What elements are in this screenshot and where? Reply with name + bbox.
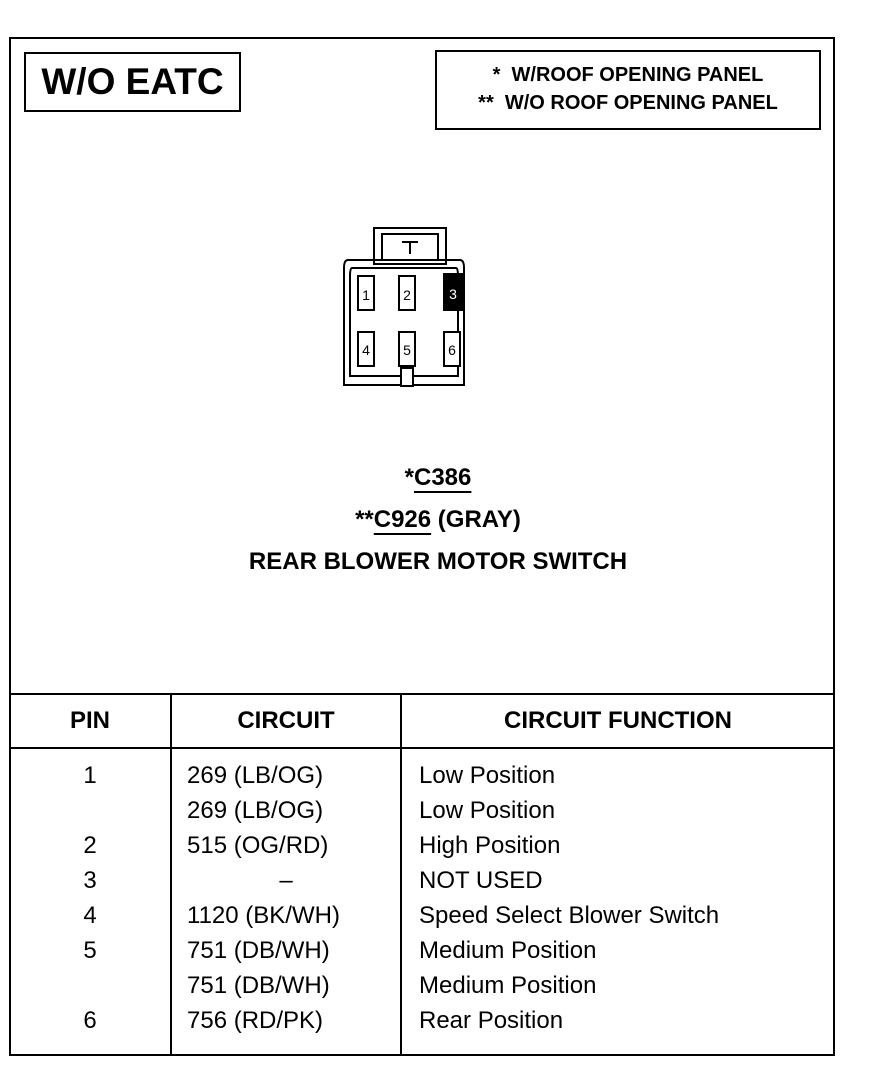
table-header-rule [9, 747, 835, 749]
pin-3-cavity-highlighted [443, 273, 463, 311]
pin-3-label: 3 [449, 286, 457, 302]
row-function: NOT USED [419, 867, 543, 894]
latch-marker [402, 241, 418, 254]
diagram-frame [9, 37, 835, 1056]
row-circuit: 269 (LB/OG) [187, 762, 324, 789]
connector-latch [373, 227, 447, 265]
pin-2-cavity [398, 275, 416, 311]
pin-5-label: 5 [403, 342, 411, 358]
row-circuit: – [279, 867, 293, 894]
header-pin: PIN [69, 707, 110, 734]
table-row: 2 515 (OG/RD) High Position [9, 832, 835, 867]
table-row: 4 1120 (BK/WH) Speed Select Blower Switc… [9, 902, 835, 937]
pin-6-label: 6 [448, 342, 456, 358]
row-circuit: 751 (DB/WH) [187, 972, 330, 999]
connector-id-c926: **C926 (GRAY) [0, 506, 876, 534]
row-pin: 1 [83, 762, 97, 789]
pin-6-cavity [443, 331, 461, 367]
connector-body-inner [349, 267, 459, 377]
row-function: Rear Position [419, 1007, 564, 1034]
row-function: Low Position [419, 797, 556, 824]
row-circuit: 1120 (BK/WH) [187, 902, 340, 929]
row-circuit: 756 (RD/PK) [187, 1007, 324, 1034]
table-row: 751 (DB/WH) Medium Position [9, 972, 835, 1007]
pin-5-cavity [398, 331, 416, 367]
c926-prefix: ** [355, 506, 374, 533]
row-function: Speed Select Blower Switch [419, 902, 720, 929]
table-row: 269 (LB/OG) Low Position [9, 797, 835, 832]
page-title: W/O EATC [24, 52, 241, 112]
header-circuit-function: CIRCUIT FUNCTION [504, 707, 732, 734]
connector-key [400, 367, 414, 387]
row-pin: 2 [83, 832, 97, 859]
table-row: 6 756 (RD/PK) Rear Position [9, 1007, 835, 1042]
table-row: 1 269 (LB/OG) Low Position [9, 762, 835, 797]
row-pin: 6 [83, 1007, 97, 1034]
row-pin: 3 [83, 867, 97, 894]
c926-code: C926 [373, 506, 432, 533]
table-col-divider-2 [400, 693, 402, 1056]
row-pin: 5 [83, 937, 97, 964]
component-name: REAR BLOWER MOTOR SWITCH [248, 548, 628, 575]
c386-prefix: * [404, 464, 414, 491]
pin-1-cavity [357, 275, 375, 311]
c386-code: C386 [413, 464, 472, 491]
legend-box: * W/ROOF OPENING PANEL ** W/O ROOF OPENI… [435, 50, 821, 130]
pin-4-label: 4 [362, 342, 370, 358]
pin-1-label: 1 [362, 287, 370, 303]
legend-line-1: * W/ROOF OPENING PANEL [492, 64, 764, 86]
row-function: Medium Position [419, 972, 597, 999]
legend-line-2: ** W/O ROOF OPENING PANEL [478, 92, 778, 114]
table-top-rule [9, 693, 835, 695]
row-function: Medium Position [419, 937, 597, 964]
pin-2-label: 2 [403, 287, 411, 303]
c926-suffix: (GRAY) [431, 506, 521, 533]
row-circuit: 515 (OG/RD) [187, 832, 329, 859]
row-pin: 4 [83, 902, 97, 929]
row-circuit: 751 (DB/WH) [187, 937, 330, 964]
connector-body-outline [343, 259, 465, 386]
row-function: High Position [419, 832, 561, 859]
connector-id-c386: *C386 [0, 464, 876, 492]
connector-face-diagram: 1 2 3 4 5 6 [343, 227, 465, 387]
header-circuit: CIRCUIT [237, 707, 335, 734]
row-function: Low Position [419, 762, 556, 789]
table-row: 3 – NOT USED [9, 867, 835, 902]
table-row: 5 751 (DB/WH) Medium Position [9, 937, 835, 972]
pin-4-cavity [357, 331, 375, 367]
table-col-divider-1 [170, 693, 172, 1056]
row-circuit: 269 (LB/OG) [187, 797, 324, 824]
pin-table: PIN CIRCUIT CIRCUIT FUNCTION 1 269 (LB/O… [9, 693, 835, 1056]
